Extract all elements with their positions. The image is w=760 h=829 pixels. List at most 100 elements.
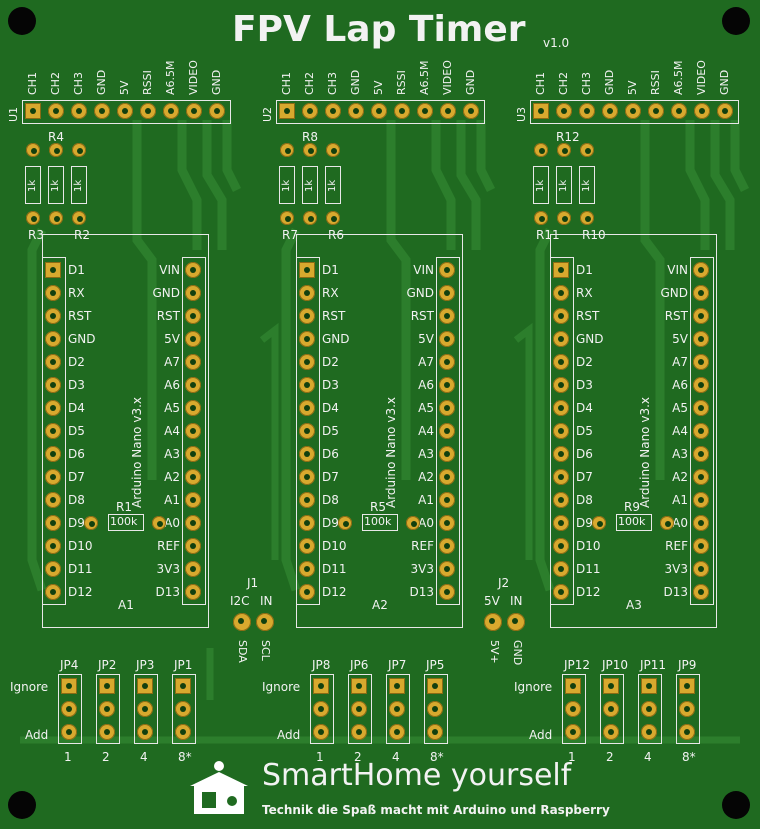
nano-right-pin[interactable] <box>693 584 709 600</box>
nano-right-pin[interactable] <box>439 354 455 370</box>
header-pin[interactable] <box>48 103 64 119</box>
nano-left-pin[interactable] <box>553 538 569 554</box>
nano-right-pin[interactable] <box>439 492 455 508</box>
resistor-pad[interactable] <box>326 143 340 157</box>
resistor-pad[interactable] <box>557 211 571 225</box>
jumper-pin[interactable] <box>679 724 695 740</box>
resistor-pad[interactable] <box>26 211 40 225</box>
nano-left-pin[interactable] <box>553 308 569 324</box>
nano-right-pin[interactable] <box>693 561 709 577</box>
header-pin[interactable] <box>556 103 572 119</box>
nano-right-pin[interactable] <box>693 331 709 347</box>
nano-left-pin[interactable] <box>45 515 61 531</box>
nano-right-pin[interactable] <box>693 262 709 278</box>
j2-5v-pad[interactable] <box>484 613 502 631</box>
resistor-pad[interactable] <box>72 143 86 157</box>
header-pin[interactable] <box>71 103 87 119</box>
nano-left-pin[interactable] <box>45 354 61 370</box>
jumper-pin[interactable] <box>565 701 581 717</box>
jumper-pin[interactable] <box>427 701 443 717</box>
resistor-pad[interactable] <box>72 211 86 225</box>
jumper-pin[interactable] <box>61 678 77 694</box>
nano-right-pin[interactable] <box>439 538 455 554</box>
header-pin[interactable] <box>348 103 364 119</box>
resistor-pad[interactable] <box>303 211 317 225</box>
nano-left-pin[interactable] <box>299 538 315 554</box>
nano-left-pin[interactable] <box>45 285 61 301</box>
nano-left-pin[interactable] <box>299 561 315 577</box>
jumper-pin[interactable] <box>175 678 191 694</box>
nano-right-pin[interactable] <box>693 469 709 485</box>
header-pin[interactable] <box>417 103 433 119</box>
header-pin[interactable] <box>694 103 710 119</box>
header-pin[interactable] <box>440 103 456 119</box>
resistor-pad[interactable] <box>303 143 317 157</box>
jumper-pin[interactable] <box>313 701 329 717</box>
nano-right-pin[interactable] <box>693 400 709 416</box>
header-pin[interactable] <box>625 103 641 119</box>
nano-left-pin[interactable] <box>553 584 569 600</box>
nano-right-pin[interactable] <box>185 561 201 577</box>
jumper-pin[interactable] <box>565 678 581 694</box>
jumper-pin[interactable] <box>603 724 619 740</box>
jumper-pin[interactable] <box>565 724 581 740</box>
nano-right-pin[interactable] <box>439 515 455 531</box>
nano-right-pin[interactable] <box>693 377 709 393</box>
nano-left-pin[interactable] <box>299 308 315 324</box>
nano-right-pin[interactable] <box>185 354 201 370</box>
jumper-pin[interactable] <box>351 678 367 694</box>
jumper-pin[interactable] <box>313 678 329 694</box>
nano-right-pin[interactable] <box>185 538 201 554</box>
jumper-pin[interactable] <box>389 701 405 717</box>
resistor-pad[interactable] <box>280 211 294 225</box>
header-pin[interactable] <box>579 103 595 119</box>
nano-left-pin[interactable] <box>45 377 61 393</box>
nano-right-pin[interactable] <box>439 446 455 462</box>
resistor-pad[interactable] <box>49 211 63 225</box>
nano-right-pin[interactable] <box>185 492 201 508</box>
nano-left-pin[interactable] <box>299 400 315 416</box>
jumper-pin[interactable] <box>679 678 695 694</box>
resistor-pad[interactable] <box>557 143 571 157</box>
nano-right-pin[interactable] <box>693 285 709 301</box>
resistor-mid-pad[interactable] <box>84 516 98 530</box>
jumper-pin[interactable] <box>389 678 405 694</box>
jumper-pin[interactable] <box>175 724 191 740</box>
nano-left-pin[interactable] <box>553 377 569 393</box>
header-pin[interactable] <box>325 103 341 119</box>
j2-gnd-pad[interactable] <box>507 613 525 631</box>
nano-left-pin[interactable] <box>553 400 569 416</box>
header-pin[interactable] <box>209 103 225 119</box>
nano-left-pin[interactable] <box>553 469 569 485</box>
header-pin[interactable] <box>463 103 479 119</box>
nano-right-pin[interactable] <box>693 538 709 554</box>
nano-left-pin[interactable] <box>45 262 61 278</box>
nano-right-pin[interactable] <box>439 584 455 600</box>
header-pin[interactable] <box>117 103 133 119</box>
header-pin[interactable] <box>648 103 664 119</box>
nano-left-pin[interactable] <box>553 262 569 278</box>
nano-left-pin[interactable] <box>553 331 569 347</box>
jumper-pin[interactable] <box>351 724 367 740</box>
j1-sda-pad[interactable] <box>233 613 251 631</box>
header-pin[interactable] <box>302 103 318 119</box>
nano-right-pin[interactable] <box>439 262 455 278</box>
nano-right-pin[interactable] <box>439 308 455 324</box>
nano-right-pin[interactable] <box>185 262 201 278</box>
nano-left-pin[interactable] <box>553 354 569 370</box>
jumper-pin[interactable] <box>679 701 695 717</box>
resistor-pad[interactable] <box>280 143 294 157</box>
header-pin[interactable] <box>533 103 549 119</box>
resistor-pad[interactable] <box>49 143 63 157</box>
resistor-mid-pad[interactable] <box>338 516 352 530</box>
nano-right-pin[interactable] <box>185 331 201 347</box>
resistor-pad[interactable] <box>534 143 548 157</box>
nano-left-pin[interactable] <box>553 285 569 301</box>
nano-left-pin[interactable] <box>299 423 315 439</box>
nano-left-pin[interactable] <box>299 262 315 278</box>
nano-left-pin[interactable] <box>553 492 569 508</box>
header-pin[interactable] <box>140 103 156 119</box>
nano-right-pin[interactable] <box>185 469 201 485</box>
nano-right-pin[interactable] <box>185 400 201 416</box>
resistor-pad[interactable] <box>580 143 594 157</box>
